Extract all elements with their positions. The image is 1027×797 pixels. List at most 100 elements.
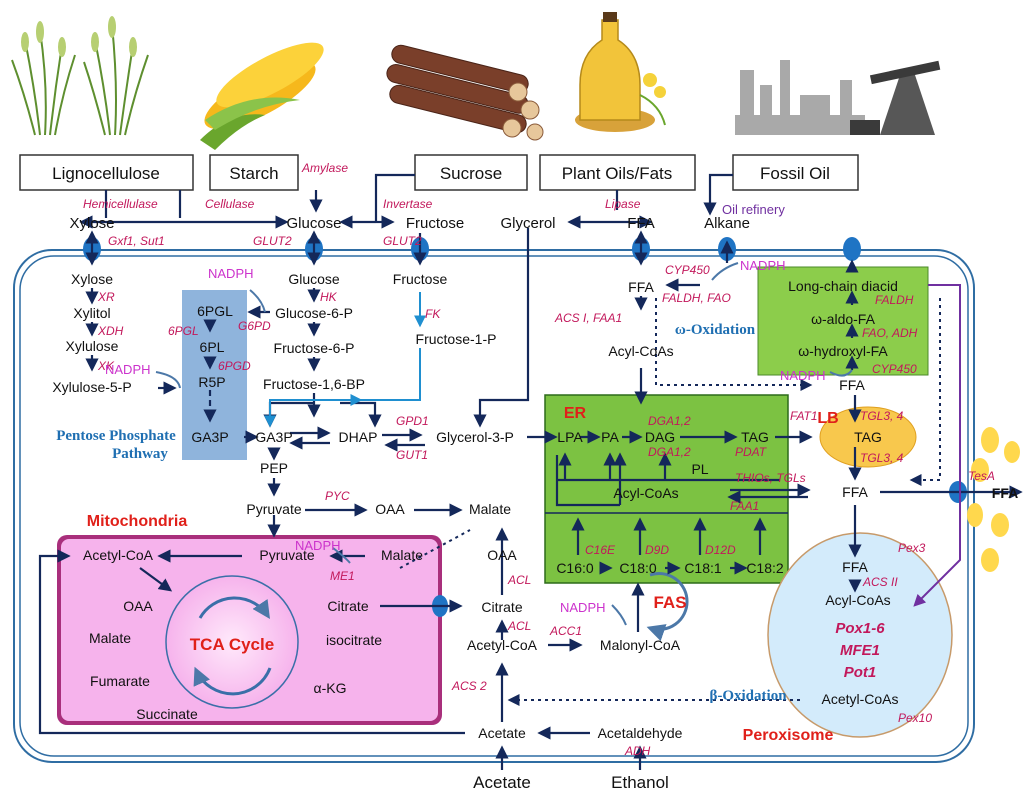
enzyme-me1: ME1 [330,569,355,583]
enzyme-gpd1: GPD1 [396,414,429,428]
tca-cycle-arrows [193,596,272,696]
enzyme-acc1: ACC1 [549,624,582,638]
er-dag: DAG [645,429,675,445]
enzyme-acl-a: ACL [507,573,531,587]
blue-arrows [264,292,426,428]
enzyme-labels: Hemicellulase Cellulase Amylase Invertas… [83,161,995,758]
source-label: Starch [229,164,278,183]
enzyme-pex10: Pex10 [898,711,932,725]
peroxisome [767,532,953,738]
bottom-acetate: Acetate [473,773,531,792]
metabolite-ga3p: GA3P [255,429,292,445]
enzyme-cyp450-b: CYP450 [872,362,917,376]
source-label: Plant Oils/Fats [562,164,673,183]
fas-label: FAS [653,593,686,612]
metabolite-xylulose: Xylulose [66,338,119,354]
enzyme-pox: Pox1-6 [835,620,885,637]
enzyme-mfe1: MFE1 [840,642,880,659]
cofactor-nadph: NADPH [208,266,254,281]
enzyme-thios-tgls: THIOs, TGLs [735,471,806,485]
enzyme-pot1: Pot1 [844,664,877,681]
enzyme-g6pd: G6PD [238,319,271,333]
er-tag: TAG [741,429,769,445]
metabolite-fructose-out: Fructose [406,215,464,232]
enzyme-dga-b: DGA1,2 [648,445,691,459]
lb-label: LB [817,410,838,427]
cofactor-arrows [155,262,853,626]
metabolite-glucose-6-p: Glucose-6-P [275,305,353,321]
omega-ffa: FFA [839,377,865,393]
metabolite-r5p: R5P [198,374,225,390]
perox-acetyl-coas: Acetyl-CoAs [821,691,898,707]
beta-oxidation-label: β-Oxidation [709,688,787,704]
metabolite-ffa-cyt: FFA [628,279,654,295]
metabolite-malate: Malate [469,501,511,517]
metabolite-xylose: Xylose [71,271,113,287]
metabolite-xylulose-5-p: Xylulose-5-P [52,379,131,395]
metabolite-acetyl-coa-mito: Acetyl-CoA [83,547,154,563]
bottom-ethanol: Ethanol [611,773,669,792]
enzyme-glut2-fructose: GLUT2 [383,234,422,248]
omega-long-chain-diacid: Long-chain diacid [788,278,898,294]
compartment-labels: Pentose Phosphate Pathway Mitochondria T… [56,202,838,744]
pathway-arrows [38,173,1023,770]
omega-hydroxyl-fa: ω-hydroxyl-FA [798,343,888,359]
metabolite-xylitol: Xylitol [73,305,110,321]
enzyme-6pgd: 6PGD [218,359,251,373]
grass-icon [11,16,149,136]
er-c16-0: C16:0 [556,560,594,576]
enzyme-gxf1-sut1: Gxf1, Sut1 [108,234,165,248]
tca-fumarate: Fumarate [90,673,150,689]
metabolite-glycerol-3-p: Glycerol-3-P [436,429,514,445]
purple-arrows [913,284,961,607]
metabolite-fructose-1-p: Fructose-1-P [416,331,497,347]
er-acyl-coas: Acyl-CoAs [613,485,678,501]
fas-cycle [646,572,689,642]
enzyme-d12d: D12D [705,543,736,557]
enzyme-hk: HK [320,290,338,304]
perox-acyl-coas: Acyl-CoAs [825,592,890,608]
tca-citrate: Citrate [327,598,368,614]
er-c18-2: C18:2 [746,560,784,576]
cofactor-nadph: NADPH [780,368,826,383]
tca-malate: Malate [89,630,131,646]
metabolite-oaa-cyt: OAA [487,547,517,563]
metabolite-ffa-out: FFA [627,215,655,232]
refinery-icon [735,60,941,135]
enzyme-xr: XR [97,290,115,304]
metabolite-ffa-right: FFA [842,484,868,500]
metabolite-6pl: 6PL [200,339,225,355]
metabolite-pyruvate-mito: Pyruvate [259,547,314,563]
tca-succinate: Succinate [136,706,198,722]
ppp-label-line1: Pentose Phosphate [56,428,176,444]
source-box-plant-oils: Plant Oils/Fats [539,154,696,191]
source-label: Sucrose [440,164,502,183]
enzyme-adh: ADH [624,744,651,758]
metabolite-fructose: Fructose [393,271,448,287]
enzyme-faldh: FALDH [875,293,914,307]
er-lpa: LPA [557,429,583,445]
metabolite-alkane: Alkane [704,215,750,232]
metabolite-acetate-cyt: Acetate [478,725,526,741]
omega-oxidation-label: ω-Oxidation [675,322,756,338]
tca-cycle-label: TCA Cycle [190,635,274,654]
enzyme-lipase: Lipase [605,197,641,211]
enzyme-amylase: Amylase [301,161,348,175]
enzyme-pex3: Pex3 [898,541,926,555]
metabolite-fructose-1-6-bp: Fructose-1,6-BP [263,376,365,392]
cofactor-labels: NADPH NADPH NADPH NADPH NADPH NADPH [105,258,826,615]
mitochondria-label: Mitochondria [87,513,188,530]
enzyme-tgl-a: TGL3, 4 [860,409,904,423]
metabolite-acyl-coas: Acyl-CoAs [608,343,673,359]
metabolite-ga3p-ppp: GA3P [191,429,228,445]
perox-ffa: FFA [842,559,868,575]
tca-oaa: OAA [123,598,153,614]
enzyme-fat1: FAT1 [790,409,818,423]
metabolite-acetyl-coa-cyt: Acetyl-CoA [467,637,538,653]
dotted-arrows [399,298,941,706]
metabolite-acetaldehyde: Acetaldehyde [598,725,683,741]
enzyme-dga-a: DGA1,2 [648,414,691,428]
enzyme-gut1: GUT1 [396,448,428,462]
metabolite-glucose-out: Glucose [286,215,341,232]
metabolite-ffa-export: FFA [992,485,1018,501]
